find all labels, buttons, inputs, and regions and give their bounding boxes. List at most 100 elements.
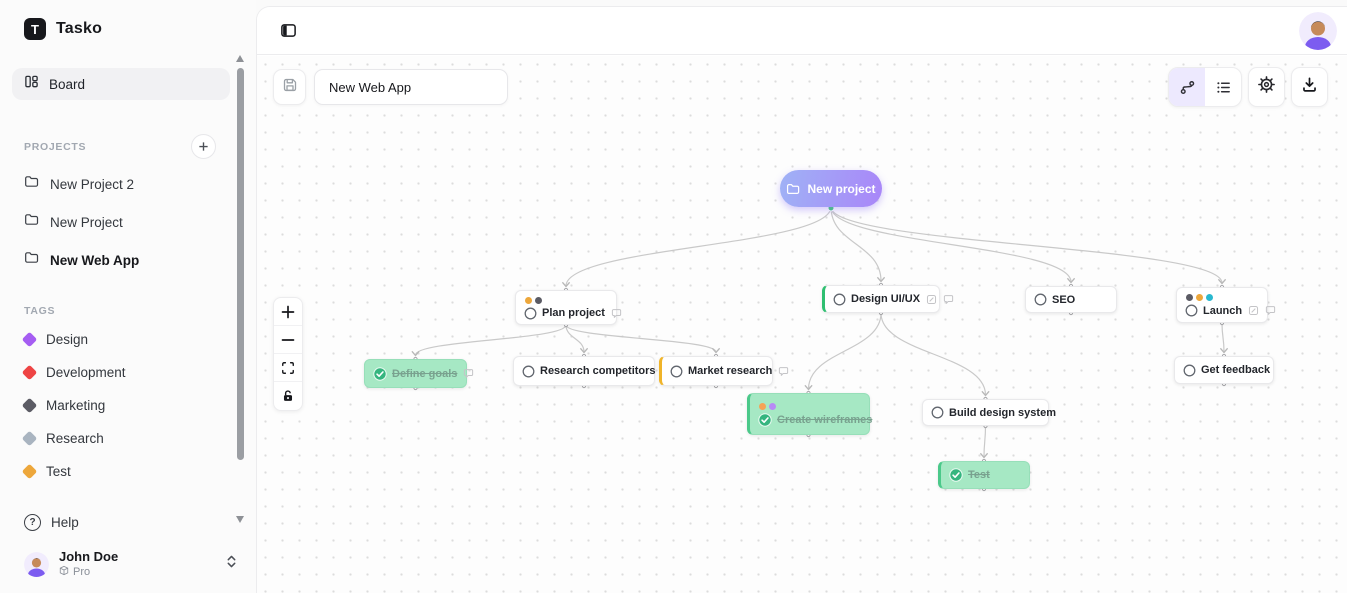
- chevron-updown-icon[interactable]: [225, 554, 238, 574]
- flow-node-goals[interactable]: Define goals: [364, 359, 474, 388]
- node-label: Test: [968, 469, 990, 481]
- tag-diamond-icon: [21, 364, 38, 381]
- sidebar-tag-4[interactable]: Test: [0, 455, 256, 488]
- tag-label: Design: [46, 332, 89, 347]
- sidebar-tag-1[interactable]: Development: [0, 356, 256, 389]
- scroll-down-arrow[interactable]: [236, 516, 244, 523]
- projects-header: PROJECTS: [24, 140, 87, 153]
- tag-dots: [1186, 294, 1259, 301]
- sidebar-item-board[interactable]: Board: [12, 68, 230, 100]
- task-checkbox[interactable]: [1183, 364, 1196, 377]
- sidebar-tag-2[interactable]: Marketing: [0, 389, 256, 422]
- board-title-input[interactable]: [314, 69, 508, 105]
- task-checkbox[interactable]: [833, 293, 846, 306]
- lock-button[interactable]: [274, 382, 302, 410]
- minus-icon: [281, 338, 295, 341]
- flow-node-seo[interactable]: SEO: [1025, 286, 1117, 313]
- check-circle-icon[interactable]: [373, 366, 387, 381]
- flow-node-root[interactable]: New project: [780, 170, 882, 207]
- app-logo-icon: T: [24, 18, 46, 40]
- task-checkbox[interactable]: [524, 307, 537, 320]
- task-checkbox[interactable]: [931, 406, 944, 419]
- sidebar-project-1[interactable]: New Project: [0, 203, 256, 241]
- task-checkbox[interactable]: [522, 365, 535, 378]
- flow-node-buildsys[interactable]: Build design system: [922, 399, 1056, 426]
- node-label: Create wireframes: [777, 413, 873, 426]
- tree-view-button[interactable]: [1169, 68, 1205, 106]
- flow-node-research[interactable]: Research competitors: [513, 356, 656, 386]
- node-label: Define goals: [392, 367, 458, 380]
- help-label: Help: [51, 515, 79, 530]
- branch-icon: [1180, 80, 1194, 94]
- sidebar-scrollbar[interactable]: [236, 55, 245, 523]
- sidebar-tag-3[interactable]: Research: [0, 422, 256, 455]
- edit-icon[interactable]: [926, 294, 937, 305]
- fit-view-icon: [282, 361, 294, 374]
- check-circle-icon[interactable]: [949, 468, 963, 482]
- flow-node-test[interactable]: Test: [938, 461, 1030, 489]
- tag-label: Marketing: [46, 398, 106, 413]
- node-label: Build design system: [949, 406, 1056, 419]
- sidebar-project-0[interactable]: New Project 2: [0, 165, 256, 203]
- user-avatar: [24, 551, 49, 577]
- zoom-out-button[interactable]: [274, 326, 302, 354]
- tag-diamond-icon: [21, 430, 38, 447]
- settings-button[interactable]: [1248, 67, 1285, 107]
- plus-icon: [199, 142, 208, 151]
- node-label: SEO: [1052, 293, 1076, 306]
- tag-dots: [759, 402, 861, 410]
- flow-node-plan[interactable]: Plan project: [515, 290, 622, 325]
- task-checkbox[interactable]: [1034, 293, 1047, 306]
- folder-icon: [24, 174, 39, 194]
- node-label: Get feedback: [1201, 364, 1271, 376]
- add-project-button[interactable]: [191, 134, 216, 159]
- task-checkbox[interactable]: [670, 365, 683, 378]
- flow-canvas[interactable]: [257, 56, 1347, 593]
- project-label: New Project 2: [50, 176, 135, 192]
- comment-icon[interactable]: [943, 294, 954, 305]
- save-icon: [282, 77, 298, 98]
- sidebar-item-board-label: Board: [49, 76, 86, 92]
- scroll-up-arrow[interactable]: [236, 55, 244, 62]
- flow-node-market[interactable]: Market research: [659, 356, 789, 386]
- flow-node-launch[interactable]: Launch: [1176, 287, 1276, 323]
- profile-avatar[interactable]: [1299, 11, 1337, 50]
- help-icon: ?: [24, 514, 41, 531]
- comment-icon[interactable]: [778, 366, 789, 377]
- user-name: John Doe: [59, 549, 119, 564]
- fit-view-button[interactable]: [274, 354, 302, 382]
- tags-header: TAGS: [24, 305, 56, 317]
- flow-node-wireframes[interactable]: Create wireframes: [747, 393, 873, 435]
- sidebar-item-help[interactable]: ? Help: [24, 514, 79, 531]
- list-view-button[interactable]: [1205, 68, 1241, 106]
- comment-icon[interactable]: [1265, 305, 1276, 316]
- download-icon: [1301, 76, 1318, 98]
- scrollbar-thumb[interactable]: [237, 68, 244, 460]
- comment-icon[interactable]: [611, 308, 622, 319]
- kanban-icon: [24, 74, 39, 94]
- edit-icon[interactable]: [1248, 305, 1259, 316]
- gear-icon: [1257, 75, 1276, 99]
- sidebar-tag-0[interactable]: Design: [0, 323, 256, 356]
- project-label: New Project: [50, 214, 123, 230]
- task-checkbox[interactable]: [1185, 304, 1198, 317]
- sidebar-toggle-button[interactable]: [275, 18, 301, 44]
- user-menu[interactable]: John Doe Pro: [24, 549, 238, 579]
- tag-dots: [525, 296, 608, 304]
- tag-label: Development: [46, 365, 126, 380]
- sidebar-project-2[interactable]: New Web App: [0, 241, 256, 279]
- comment-icon[interactable]: [463, 368, 474, 379]
- cube-icon: [59, 565, 69, 579]
- save-button[interactable]: [273, 69, 306, 105]
- flow-node-design[interactable]: Design UI/UX: [822, 285, 954, 313]
- node-label: Design UI/UX: [851, 293, 921, 305]
- flow-node-feedback[interactable]: Get feedback: [1174, 356, 1274, 384]
- app-name: Tasko: [56, 20, 103, 37]
- check-circle-icon[interactable]: [758, 412, 772, 427]
- node-label: Market research: [688, 365, 773, 377]
- zoom-in-button[interactable]: [274, 298, 302, 326]
- export-button[interactable]: [1291, 67, 1328, 107]
